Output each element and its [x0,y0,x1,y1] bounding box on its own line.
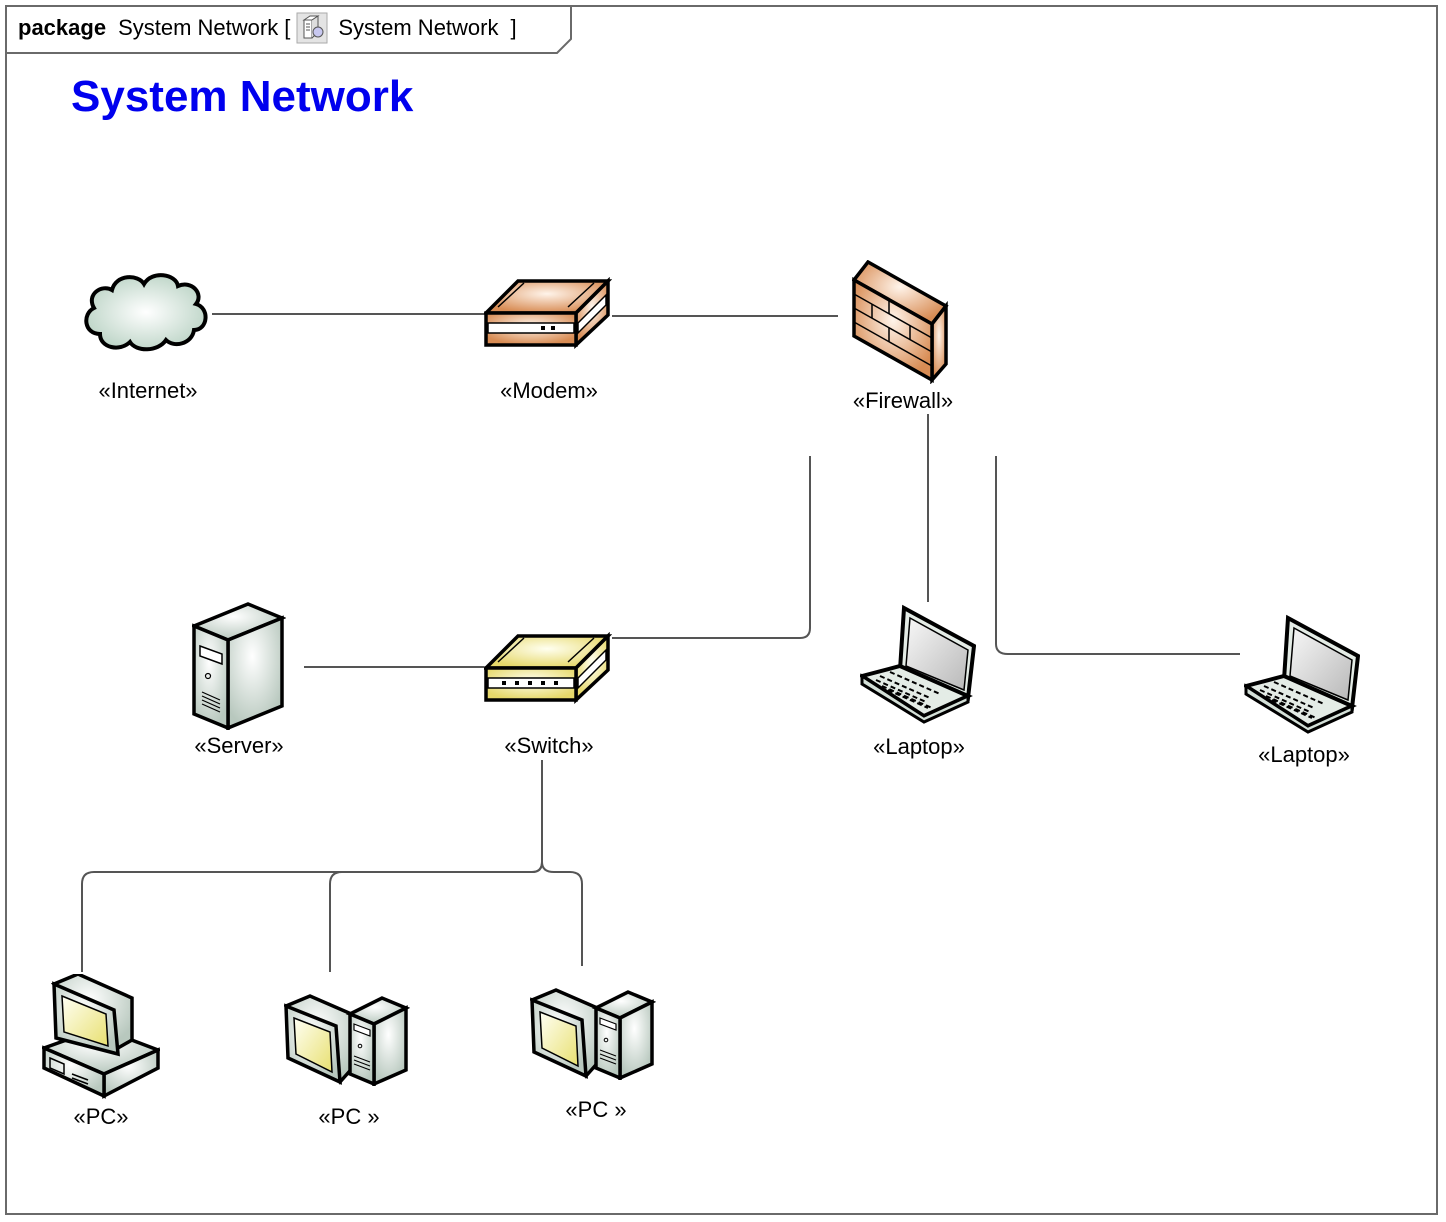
node-internet[interactable] [80,268,212,359]
node-label-server: «Server» [194,733,284,758]
node-pc-1[interactable] [39,972,163,1105]
switch-icon [481,631,613,705]
node-server[interactable] [189,602,287,735]
tower-pc-icon [283,994,411,1087]
laptop-icon [1241,614,1361,734]
frame-package-name: System Network [118,15,279,40]
node-pc-2[interactable] [283,994,411,1091]
frame-header: package System Network [ System Network … [18,12,517,44]
package-frame [5,5,1438,1215]
node-label-laptop-1: «Laptop» [873,734,965,759]
package-diagram-icon [296,12,328,44]
cloud-icon [84,273,208,352]
node-label-modem: «Modem» [500,378,598,403]
frame-name-tab [5,5,572,54]
node-firewall[interactable] [851,259,952,389]
laptop-icon [857,604,977,724]
node-label-internet: «Internet» [98,378,198,403]
firewall-icon [851,259,949,385]
node-laptop-2[interactable] [1241,614,1361,741]
diagram-title: System Network [71,72,414,121]
node-modem[interactable] [481,276,613,354]
connector-switch-pc1[interactable] [81,760,543,972]
node-label-switch: «Switch» [504,733,594,758]
server-icon [189,602,287,731]
node-switch[interactable] [481,631,613,709]
frame-keyword: package [18,15,107,40]
connector-switch-pc3[interactable] [541,861,583,966]
node-label-firewall: «Firewall» [852,388,954,413]
node-label-laptop-2: «Laptop» [1258,742,1350,767]
node-laptop-1[interactable] [857,604,977,731]
connector-switch-pc2[interactable] [329,861,543,972]
connector-firewall-laptop2[interactable] [995,456,1240,655]
node-pc-3[interactable] [529,988,657,1085]
node-label-pc-1: «PC» [73,1104,129,1129]
tower-pc-icon [529,988,657,1081]
node-label-pc-2: «PC » [318,1104,380,1129]
frame-diagram-name: System Network [338,15,499,40]
node-label-pc-3: «PC » [565,1097,627,1122]
open-bracket: [ [284,15,291,40]
close-bracket: ] [510,15,517,40]
modem-icon [481,276,613,350]
connector-firewall-switch[interactable] [612,456,811,639]
desktop-pc-icon [39,972,163,1099]
